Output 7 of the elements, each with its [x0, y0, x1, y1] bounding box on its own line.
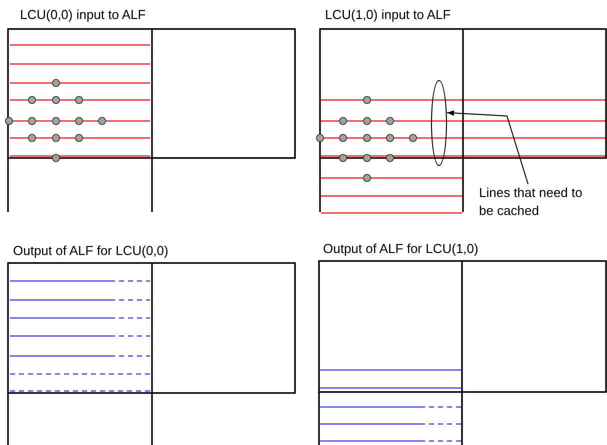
- ellipse-outline: [431, 80, 447, 166]
- panel-title: Output of ALF for LCU(1,0): [323, 241, 478, 256]
- panel-title: LCU(1,0) input to ALF: [325, 7, 451, 22]
- panel-title: Output of ALF for LCU(0,0): [13, 243, 168, 258]
- callout-text: Lines that need to be cached: [479, 184, 599, 222]
- panel-title: LCU(0,0) input to ALF: [20, 7, 146, 22]
- leader-line: [446, 110, 528, 184]
